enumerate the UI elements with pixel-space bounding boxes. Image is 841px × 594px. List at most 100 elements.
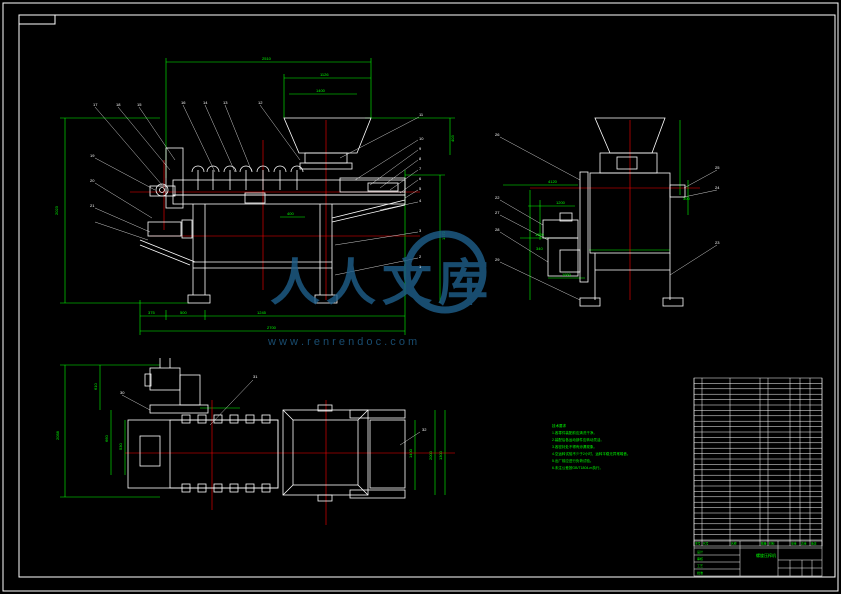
front-view-dim-texts: 2510 1126 1400 2023 12 7 2 403 400 375 500… (54, 56, 455, 330)
callout-front-14: 14 (203, 100, 208, 105)
callout-front-21: 21 (90, 203, 95, 208)
note-line-6: 6.未注公差按GB/T1804-m执行。 (552, 465, 603, 470)
callout-front-12: 12 (258, 100, 263, 105)
watermark-ring (403, 230, 487, 314)
side-view (499, 117, 718, 307)
callout-front-11: 11 (419, 112, 424, 117)
note-line-2: 2.装配后各运动部件应转动灵活。 (552, 437, 604, 442)
plan-view-dimensions (60, 364, 446, 498)
front-view-body (139, 117, 406, 304)
title-block-cell-2: 工艺 (697, 563, 703, 568)
dim-plan-5: 1300 (438, 450, 443, 460)
dim-plan-1: 610 (93, 383, 98, 390)
callout-front-3: 3 (419, 228, 422, 233)
note-line-1: 1.各零件装配前应清洗干净。 (552, 430, 597, 435)
callout-front-4: 4 (419, 198, 422, 203)
dim-bottom-total: 2700 (267, 325, 277, 330)
callout-front-17: 17 (93, 102, 98, 107)
callout-front-7: 7 (419, 166, 422, 171)
callout-plan-32: 32 (422, 427, 427, 432)
bom-header-3: 数量 (761, 542, 767, 546)
side-view-body (542, 117, 686, 307)
dim-bottom-2: 1245 (257, 310, 267, 315)
callout-front-2: 2 (419, 254, 422, 259)
watermark-logo: 人人文库 (270, 255, 494, 311)
callout-front-8: 8 (419, 156, 422, 161)
callout-front-9: 9 (419, 146, 422, 151)
callout-side-27: 27 (495, 210, 500, 215)
dim-bottom-0: 375 (148, 310, 155, 315)
bom-header-6: 总重 (801, 542, 807, 546)
bom-header-5: 单重 (791, 542, 797, 546)
callout-front-19: 19 (90, 153, 95, 158)
plan-view-dim-texts: 2058 610 660 530 2000 1300 1400 (55, 383, 443, 460)
callout-plan-31: 31 (253, 374, 258, 379)
dim-side-0: 4120 (548, 179, 558, 184)
bom-header-0: 序号 (695, 542, 701, 546)
dim-side-2: 1520 (535, 232, 545, 237)
note-line-5: 5.出厂前应进行负荷试验。 (552, 458, 593, 463)
callout-front-15: 15 (137, 102, 142, 107)
plan-view-centerlines (125, 400, 455, 525)
bom-header-1: 代号 (703, 542, 709, 546)
front-view: 2510 1126 1400 2023 12 7 2 403 400 375 500… (54, 56, 455, 335)
callout-side-22: 22 (495, 195, 500, 200)
callout-front-5: 5 (419, 186, 422, 191)
title-block: 螺旋压榨机 设计 审核 工艺 批准 (693, 540, 823, 577)
callout-side-26: 26 (495, 132, 500, 137)
dim-side-3: 340 (536, 246, 543, 251)
bom-header-7: 备注 (811, 542, 817, 546)
bom-header-4: 材料 (769, 542, 775, 546)
dim-side-1: 1200 (556, 200, 566, 205)
front-view-leaders (94, 104, 420, 276)
dim-overall-width: 2510 (262, 56, 272, 61)
callout-front-10: 10 (419, 136, 424, 141)
watermark: 人人文库 w w w . r e n r e n d o c . c o m (267, 230, 494, 348)
callout-front-6: 6 (419, 176, 422, 181)
title-block-name: 螺旋压榨机 (756, 552, 776, 558)
plan-bolts (181, 414, 271, 493)
bom-header-2: 名称 (731, 542, 737, 546)
dim-bottom-1: 500 (180, 310, 187, 315)
bom-table: 序号代号 名称 数量材料 单重总重备注 (693, 377, 823, 547)
dim-plan-4: 2000 (428, 450, 433, 460)
side-view-centerlines (530, 120, 700, 300)
title-block-cell-0: 设计 (697, 549, 703, 554)
callout-side-23: 23 (715, 240, 720, 245)
title-block-cell-3: 批准 (697, 570, 703, 575)
plan-view: 2058 610 660 530 2000 1300 1400 (55, 358, 455, 525)
note-line-3: 3.各密封处不得有渗漏现象。 (552, 444, 597, 449)
dim-gap: 400 (287, 211, 294, 216)
plan-view-body (127, 358, 406, 502)
bom-border (693, 377, 823, 547)
title-block-cell-1: 审核 (697, 556, 703, 561)
dim-hopper-inner: 1400 (316, 88, 326, 93)
callout-side-29: 29 (495, 257, 500, 262)
notes-heading: 技术要求 (552, 423, 566, 428)
dim-right-top: 403 (450, 135, 455, 142)
dim-side-4: 1950 (562, 272, 572, 277)
dim-plan-total: 2058 (55, 430, 60, 440)
dim-plan-2: 660 (104, 435, 109, 442)
dim-hopper-top: 1126 (320, 72, 329, 77)
front-view-dimensions (60, 58, 455, 335)
plan-view-leaders (121, 379, 421, 446)
callout-front-16: 16 (181, 100, 186, 105)
dim-height: 2023 (54, 205, 59, 215)
callout-side-24: 24 (715, 185, 720, 190)
watermark-url: w w w . r e n r e n d o c . c o m (267, 336, 417, 348)
technical-notes: 技术要求 1.各零件装配前应清洗干净。 2.装配后各运动部件应转动灵活。 3.各… (552, 423, 630, 470)
dim-plan-3: 530 (118, 443, 123, 450)
side-view-leaders (499, 136, 718, 301)
callout-front-20: 20 (90, 178, 95, 183)
callout-front-18: 18 (116, 102, 121, 107)
callout-front-1: 1 (419, 264, 422, 269)
callout-front-13: 13 (223, 100, 228, 105)
callout-side-28: 28 (495, 227, 500, 232)
side-view-dimensions (503, 120, 689, 300)
callout-side-25: 25 (715, 165, 720, 170)
